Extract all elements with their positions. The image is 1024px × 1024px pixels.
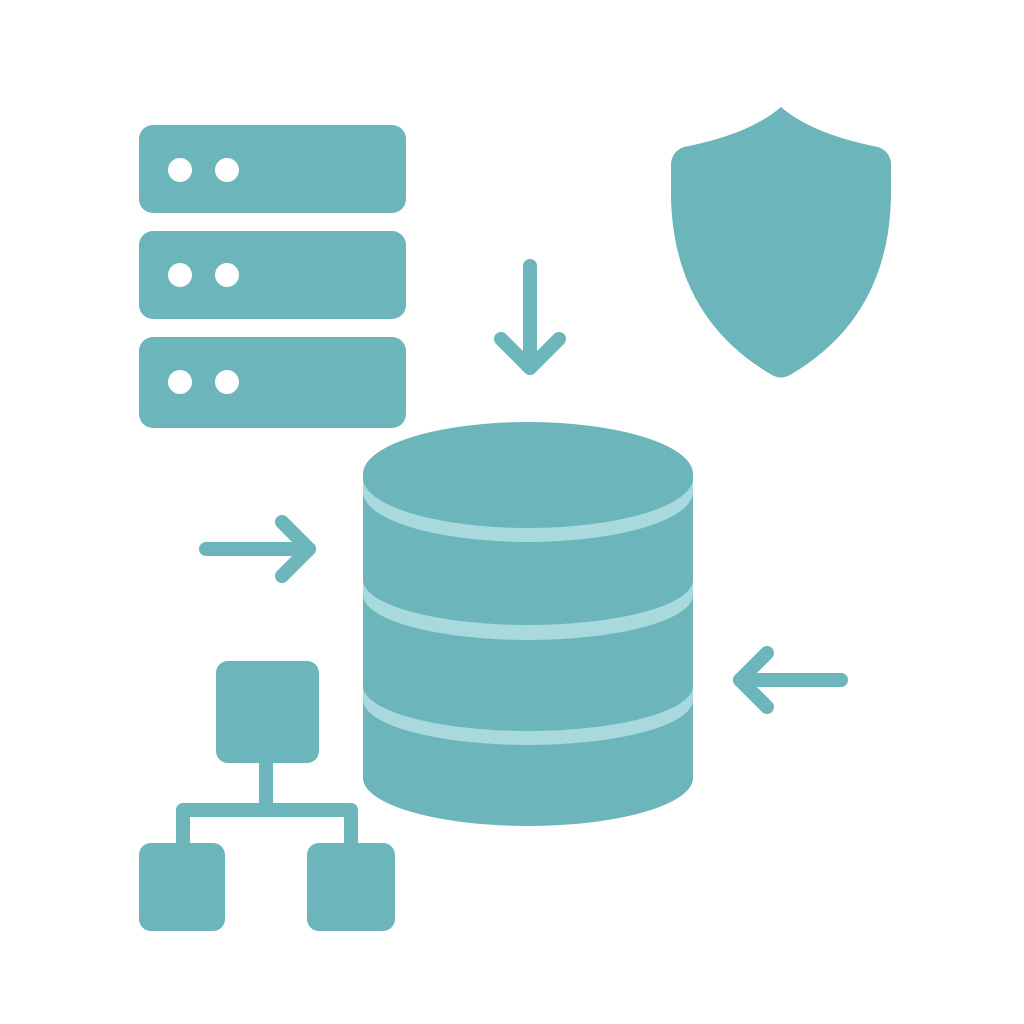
- server-unit: [139, 125, 406, 213]
- arrow-right-icon: [199, 515, 316, 583]
- server-led-icon: [215, 263, 239, 287]
- shield-icon: [670, 107, 892, 378]
- database-icon: [363, 422, 693, 826]
- server-led-icon: [168, 370, 192, 394]
- arrow-down-icon: [494, 259, 566, 375]
- database-band: [363, 478, 693, 542]
- server-stack-icon: [139, 125, 406, 428]
- server-led-icon: [215, 370, 239, 394]
- hierarchy-parent-node: [216, 661, 319, 763]
- database-band: [363, 686, 693, 745]
- hierarchy-network-icon: [139, 661, 395, 931]
- server-unit: [139, 337, 406, 428]
- server-unit: [139, 231, 406, 319]
- database-band: [363, 580, 693, 640]
- arrow-left-icon: [733, 646, 848, 714]
- hierarchy-connector: [176, 756, 358, 852]
- server-led-icon: [168, 158, 192, 182]
- server-led-icon: [168, 263, 192, 287]
- hierarchy-child-node: [307, 843, 395, 931]
- server-led-icon: [215, 158, 239, 182]
- hierarchy-child-node: [139, 843, 225, 931]
